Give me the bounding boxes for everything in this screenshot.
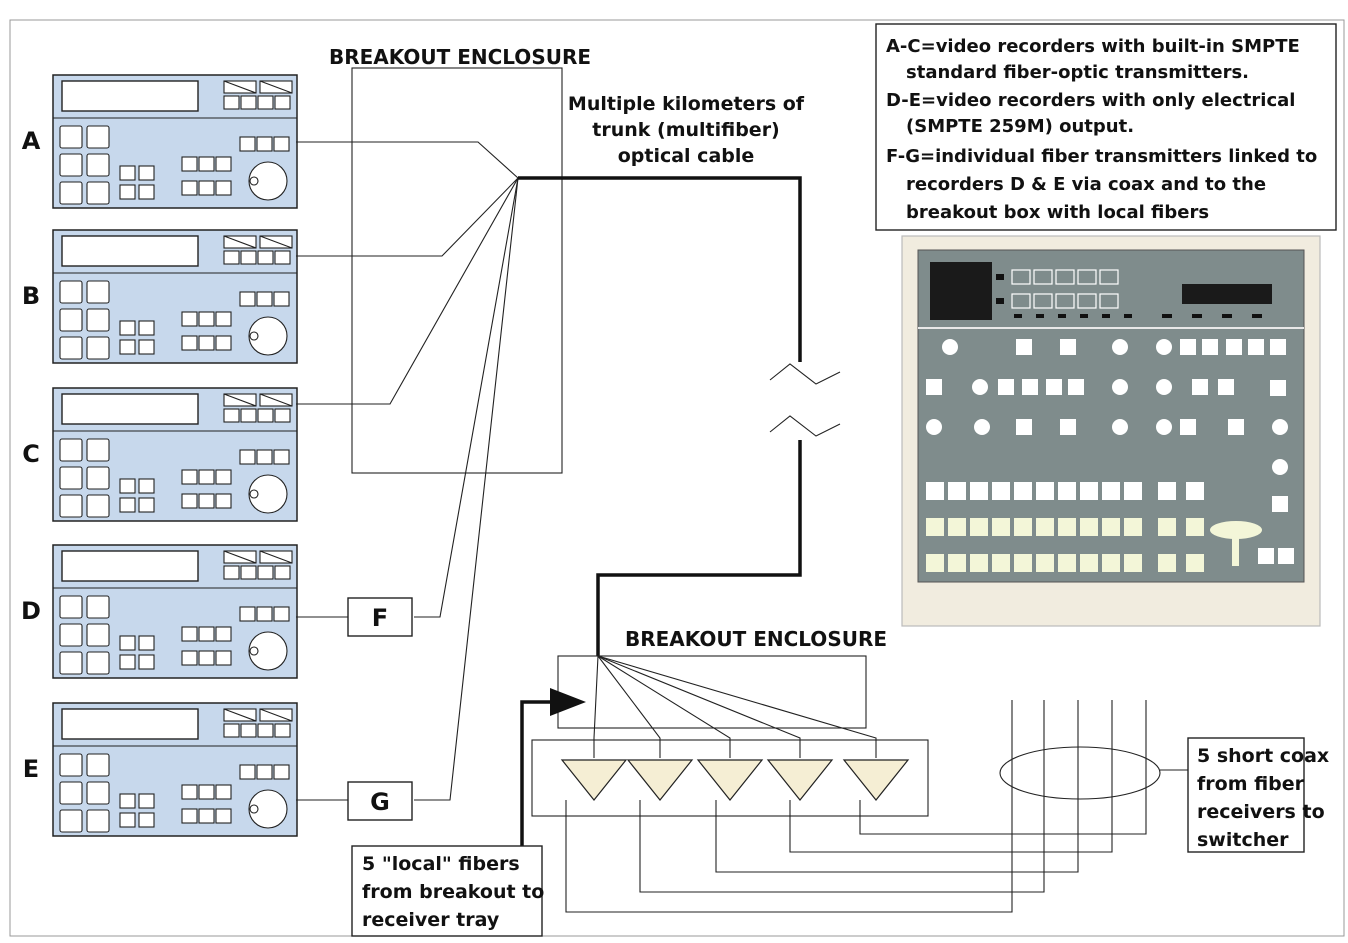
recorder-d: D bbox=[21, 544, 298, 679]
legend-line-1: A-C=video recorders with built-in SMPTE bbox=[886, 36, 1300, 57]
fiber-receiver bbox=[597, 655, 910, 801]
bottom-breakout-enclosure bbox=[557, 655, 867, 729]
fiber-receiver bbox=[597, 655, 834, 801]
coax-note-line-1: 5 short coax bbox=[1197, 745, 1329, 767]
fiber-receivers bbox=[560, 655, 910, 801]
trunk-label-line-3: optical cable bbox=[618, 145, 755, 167]
legend-line-7: breakout box with local fibers bbox=[906, 202, 1209, 223]
trunk-label-line-2: trunk (multifiber) bbox=[592, 119, 780, 141]
coax-note-line-4: switcher bbox=[1197, 829, 1289, 851]
transmitter-g: G bbox=[296, 781, 413, 821]
recorder-e: E bbox=[23, 702, 298, 837]
transmitter-f: F bbox=[296, 597, 413, 637]
arrow-icon bbox=[550, 688, 586, 716]
transmitter-g-label: G bbox=[370, 788, 390, 816]
legend-line-5: F-G=individual fiber transmitters linked… bbox=[886, 146, 1317, 167]
legend-line-4: (SMPTE 259M) output. bbox=[906, 116, 1134, 137]
video-switcher bbox=[901, 235, 1321, 627]
local-fibers-pointer bbox=[520, 700, 552, 852]
fiber-receiver bbox=[597, 655, 764, 801]
local-fibers-note-line-3: receiver tray bbox=[362, 909, 500, 931]
recorder-b-label: B bbox=[22, 282, 40, 310]
local-fibers-note-line-1: 5 "local" fibers bbox=[362, 853, 520, 875]
transmitter-f-label: F bbox=[372, 604, 388, 632]
page-border bbox=[9, 19, 1345, 937]
recorders-group: A B C D E bbox=[21, 74, 298, 837]
local-fibers-top bbox=[296, 141, 519, 801]
local-fibers-note-line-2: from breakout to bbox=[362, 881, 544, 903]
trunk-cable bbox=[518, 176, 841, 656]
top-breakout-title: BREAKOUT ENCLOSURE bbox=[329, 45, 591, 69]
legend-line-2: standard fiber-optic transmitters. bbox=[906, 62, 1249, 83]
coax-note-line-2: from fiber bbox=[1197, 773, 1305, 795]
trunk-label-line-1: Multiple kilometers of bbox=[568, 93, 805, 115]
recorder-c: C bbox=[22, 387, 298, 522]
recorder-e-label: E bbox=[23, 755, 39, 783]
recorder-d-label: D bbox=[21, 597, 41, 625]
coax-bundle-ellipse bbox=[999, 746, 1161, 800]
coax-note-box bbox=[1187, 737, 1305, 853]
fiber-receiver bbox=[560, 655, 628, 801]
legend-box bbox=[875, 23, 1337, 231]
legend-line-6: recorders D & E via coax and to the bbox=[906, 174, 1266, 195]
recorder-a-label: A bbox=[22, 127, 41, 155]
coax-note-line-3: receivers to bbox=[1197, 801, 1325, 823]
recorder-c-label: C bbox=[22, 440, 40, 468]
local-fibers-note-box bbox=[351, 845, 543, 937]
top-breakout-enclosure bbox=[351, 67, 563, 474]
recorder-b: B bbox=[22, 229, 298, 364]
fiber-receiver bbox=[597, 655, 694, 801]
bottom-breakout-title: BREAKOUT ENCLOSURE bbox=[625, 627, 887, 651]
legend-line-3: D-E=video recorders with only electrical bbox=[886, 90, 1295, 111]
recorder-a: A bbox=[22, 74, 298, 209]
